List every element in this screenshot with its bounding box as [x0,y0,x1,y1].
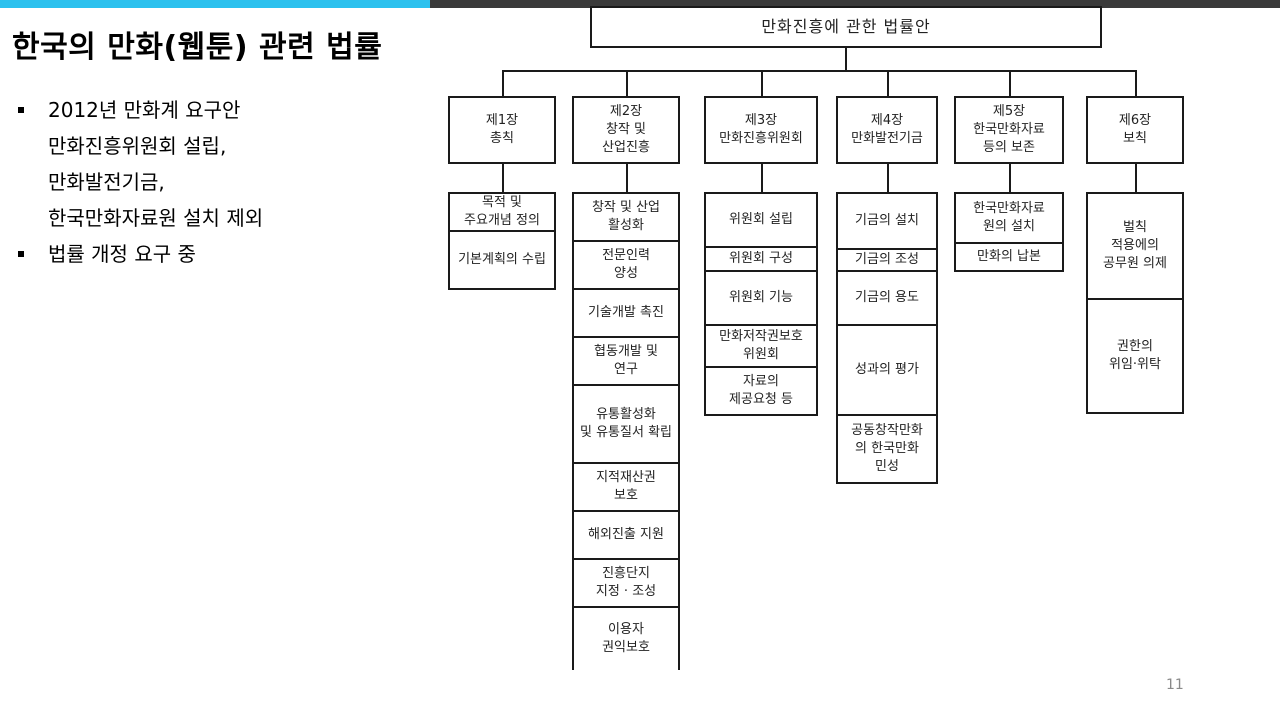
connector-line [626,164,628,192]
chapter-box: 제3장 만화진흥위원회 [704,96,818,164]
connector-line [1009,164,1011,192]
connector-line [1135,70,1137,96]
connector-line [502,164,504,192]
chapter-item: 만화저작권보호 위원회 [706,326,816,368]
chapter-box: 제5장 한국만화자료 등의 보존 [954,96,1064,164]
bullet-list: 2012년 만화계 요구안 만화진흥위원회 설립, 만화발전기금, 한국만화자료… [18,92,263,272]
chapter-item: 이용자 권익보호 [602,622,650,655]
chapter-item: 위원회 기능 [706,272,816,326]
bullet-square-icon [18,107,24,113]
chapter-label: 제1장 총칙 [485,113,519,146]
bullet-line: 2012년 만화계 요구안 [48,98,241,122]
connector-line [845,48,847,70]
chapter-item: 권한의 위임·위탁 [1109,339,1161,372]
chapter-item: 진흥단지 지정 · 조성 [574,560,678,608]
chapter-item: 위원회 구성 [706,248,816,272]
chapter-item: 공동창작만화 의 한국만화 민성 [851,423,923,474]
top-dark-bar [430,0,1280,8]
chapter-item: 전문인력 양성 [574,242,678,290]
connector-line [761,70,763,96]
connector-line [626,70,628,96]
bullet-item: 법률 개정 요구 중 [18,236,263,272]
chapter-item: 목적 및 주요개념 정의 [450,194,554,232]
bullet-square-icon [18,251,24,257]
chapter-label: 제5장 한국만화자료 등의 보존 [973,104,1045,155]
connector-line [761,164,763,192]
chapter-label: 제6장 보칙 [1118,113,1152,146]
bullet-line: 한국만화자료원 설치 제외 [48,206,264,230]
bullet-line: 만화발전기금, [48,170,165,194]
chapter-item: 위원회 설립 [706,194,816,248]
chapter-label: 제2장 창작 및 산업진흥 [602,104,650,155]
bullet-item: 2012년 만화계 요구안 만화진흥위원회 설립, 만화발전기금, 한국만화자료… [18,92,263,236]
chapter-item: 기술개발 촉진 [574,290,678,338]
connector-line [502,70,504,96]
connector-line [502,70,1137,72]
chapter-item: 기본계획의 수립 [458,252,546,267]
chapter-box: 제6장 보칙 [1086,96,1184,164]
org-root-box: 만화진흥에 관한 법률안 [590,6,1102,48]
page-number: 11 [1166,677,1184,693]
chapter-item: 성과의 평가 [838,326,936,416]
connector-line [1009,70,1011,96]
chapter-item: 협동개발 및 연구 [574,338,678,386]
chapter-item: 기금의 용도 [838,272,936,326]
chapter-item: 지적재산권 보호 [574,464,678,512]
top-accent-bar [0,0,430,8]
chapter-item: 한국만화자료 원의 설치 [956,194,1062,244]
chapter-item: 만화의 납본 [977,249,1041,264]
connector-line [887,70,889,96]
chapter-box: 제2장 창작 및 산업진흥 [572,96,680,164]
chapter-item: 기금의 조성 [838,250,936,272]
slide-title: 한국의 만화(웹툰) 관련 법률 [12,30,383,65]
connector-line [1135,164,1137,192]
chapter-label: 제3장 만화진흥위원회 [719,113,803,146]
chapter-item: 유통활성화 및 유통질서 확립 [574,386,678,464]
connector-line [887,164,889,192]
chapter-item: 벌칙 적용에의 공무원 의제 [1088,194,1182,300]
chapter-label: 제4장 만화발전기금 [851,113,923,146]
bullet-line: 만화진흥위원회 설립, [48,134,227,158]
bullet-line: 법률 개정 요구 중 [48,242,196,266]
chapter-box: 제4장 만화발전기금 [836,96,938,164]
chapter-item: 창작 및 산업 활성화 [574,194,678,242]
chapter-item: 기금의 설치 [838,194,936,250]
chapter-box: 제1장 총칙 [448,96,556,164]
chapter-item: 해외진출 지원 [574,512,678,560]
chapter-item: 자료의 제공요청 등 [729,374,793,407]
